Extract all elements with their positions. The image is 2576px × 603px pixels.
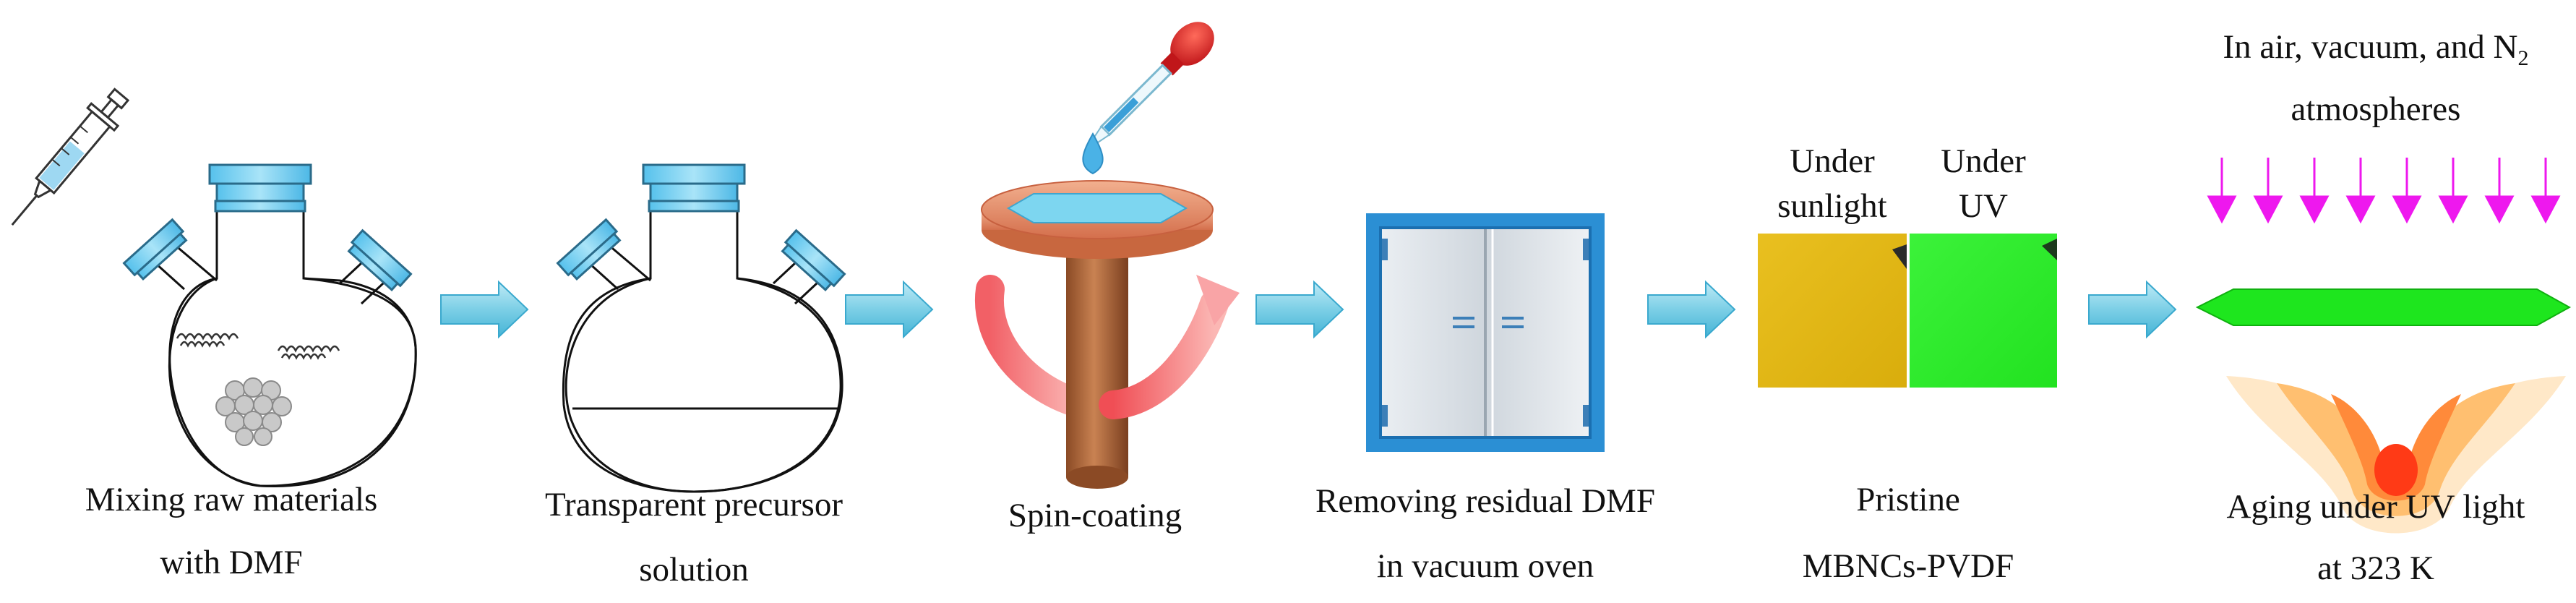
uv-light-arrows [2207, 158, 2561, 224]
atmosphere-label-text: In air, vacuum, and N [2223, 28, 2518, 66]
step5-label-line1: Pristine [1856, 481, 1960, 518]
heater-icon [2226, 376, 2566, 534]
uv-label-line1: Under [1941, 142, 2026, 180]
step1-label-line1: Mixing raw materials [85, 481, 378, 518]
process-arrow-2 [845, 280, 934, 339]
step6-label-line2: at 323 K [2317, 549, 2434, 587]
aging-film [2195, 288, 2572, 326]
process-arrow-5 [2088, 280, 2177, 339]
step1-label-line2: with DMF [160, 544, 303, 581]
film-photos [1758, 234, 2057, 388]
film-uv-photo [1910, 234, 2057, 388]
step3-label: Spin-coating [1008, 497, 1182, 534]
sunlight-label-line1: Under [1790, 142, 1875, 180]
process-arrow-3 [1255, 280, 1344, 339]
atmosphere-label-subscript: 2 [2517, 46, 2529, 70]
flask-solution-icon [556, 163, 846, 493]
film-sunlight-photo [1758, 234, 1907, 388]
process-arrow-1 [440, 280, 529, 339]
flask-mixing-icon [11, 87, 417, 487]
sunlight-label-line2: sunlight [1777, 187, 1887, 225]
atmosphere-label-line1: In air, vacuum, and N2 [2176, 30, 2576, 69]
step2-label-line1: Transparent precursor [544, 486, 843, 523]
step2-label-line2: solution [639, 551, 749, 589]
spin-coater-icon [974, 22, 1240, 489]
atmosphere-label-line2: atmospheres [2291, 90, 2461, 128]
process-arrow-4 [1647, 280, 1736, 339]
step4-label-line1: Removing residual DMF [1315, 482, 1655, 520]
uv-aging-icon [2195, 158, 2572, 534]
step4-label-line2: in vacuum oven [1376, 547, 1594, 585]
uv-label-line2: UV [1959, 187, 2008, 225]
vacuum-oven-icon [1366, 213, 1605, 452]
dropper-icon [1088, 22, 1214, 148]
step5-label-line2: MBNCs-PVDF [1802, 547, 2014, 585]
step6-label-line1: Aging under UV light [2226, 488, 2525, 526]
syringe-icon [11, 87, 130, 226]
